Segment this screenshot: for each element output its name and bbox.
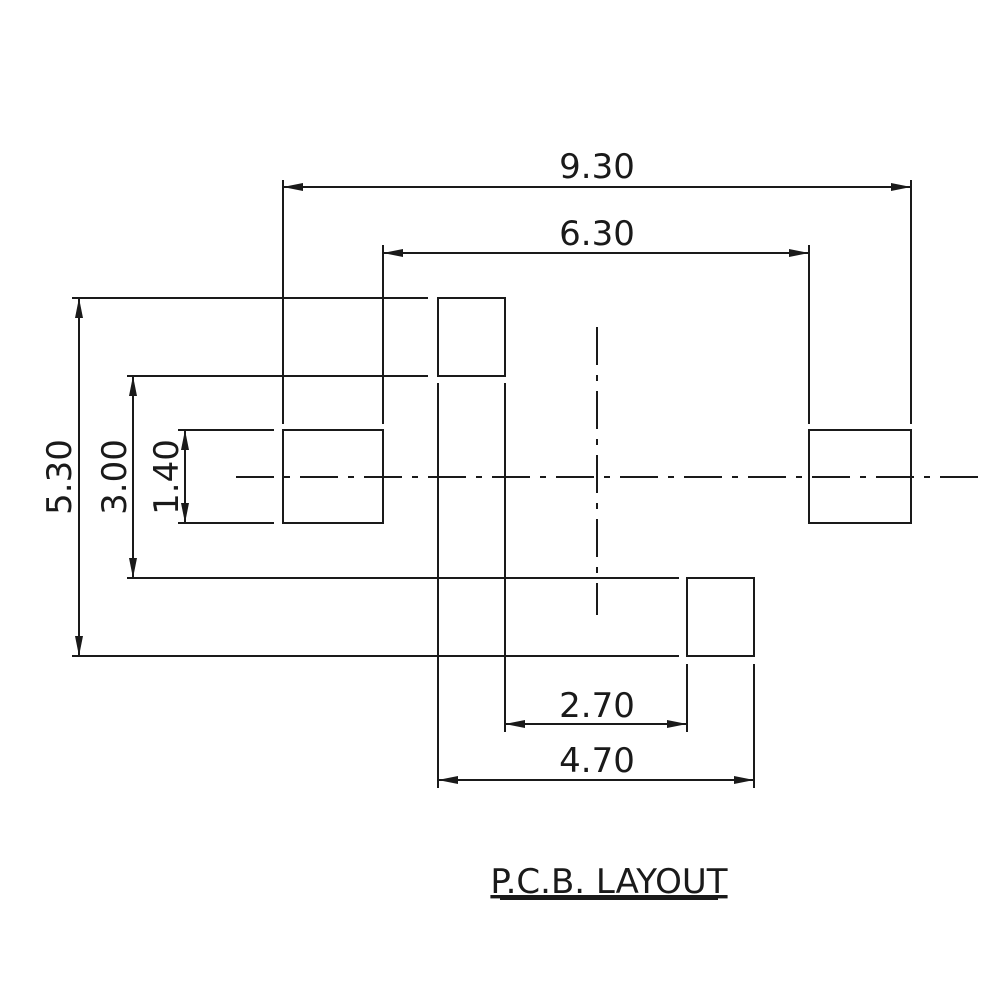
dimension-label-4-70: 4.70 xyxy=(559,741,635,781)
dimension-label-3-00: 3.00 xyxy=(95,439,135,515)
dimension-label-6-30: 6.30 xyxy=(559,214,635,254)
dimension-label-1-40: 1.40 xyxy=(147,439,187,515)
pad-top xyxy=(437,297,506,377)
drawing-title: P.C.B. LAYOUT xyxy=(490,862,727,902)
dimension-label-9-30: 9.30 xyxy=(559,147,635,187)
dimension-label-5-30: 5.30 xyxy=(40,439,80,515)
pad-bottom xyxy=(686,577,755,657)
dimension-label-2-70: 2.70 xyxy=(559,686,635,726)
